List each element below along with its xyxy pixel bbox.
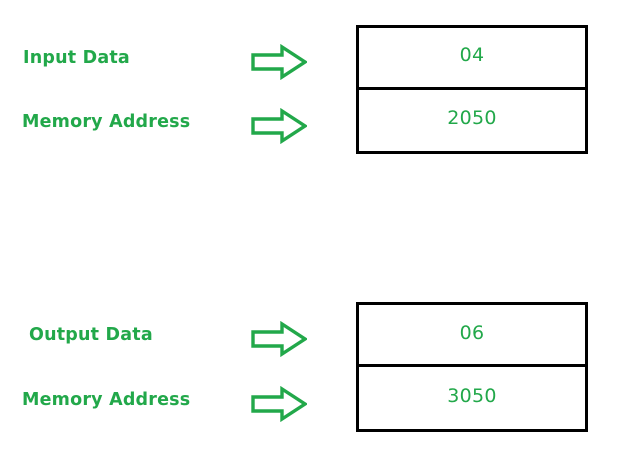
- arrow-right-icon: [251, 43, 309, 81]
- output-data-cell: 06: [359, 305, 585, 367]
- arrow-right-icon: [251, 107, 309, 145]
- output-memory-address-value: 3050: [447, 385, 497, 407]
- input-memory-address-value: 2050: [447, 107, 497, 130]
- output-data-label: Output Data: [29, 325, 153, 345]
- input-memory-address-label: Memory Address: [22, 112, 191, 132]
- output-value-box-group: 06 3050: [356, 302, 588, 432]
- input-data-cell: 04: [359, 28, 585, 90]
- input-value-box-group: 04 2050: [356, 25, 588, 154]
- arrow-right-icon: [251, 385, 309, 423]
- arrow-right-icon: [251, 320, 309, 358]
- input-data-value: 04: [459, 44, 485, 67]
- output-memory-address-label: Memory Address: [22, 390, 191, 410]
- input-data-label: Input Data: [23, 48, 130, 68]
- input-memory-address-cell: 2050: [359, 90, 585, 152]
- output-memory-address-cell: 3050: [359, 367, 585, 429]
- output-data-value: 06: [459, 321, 485, 344]
